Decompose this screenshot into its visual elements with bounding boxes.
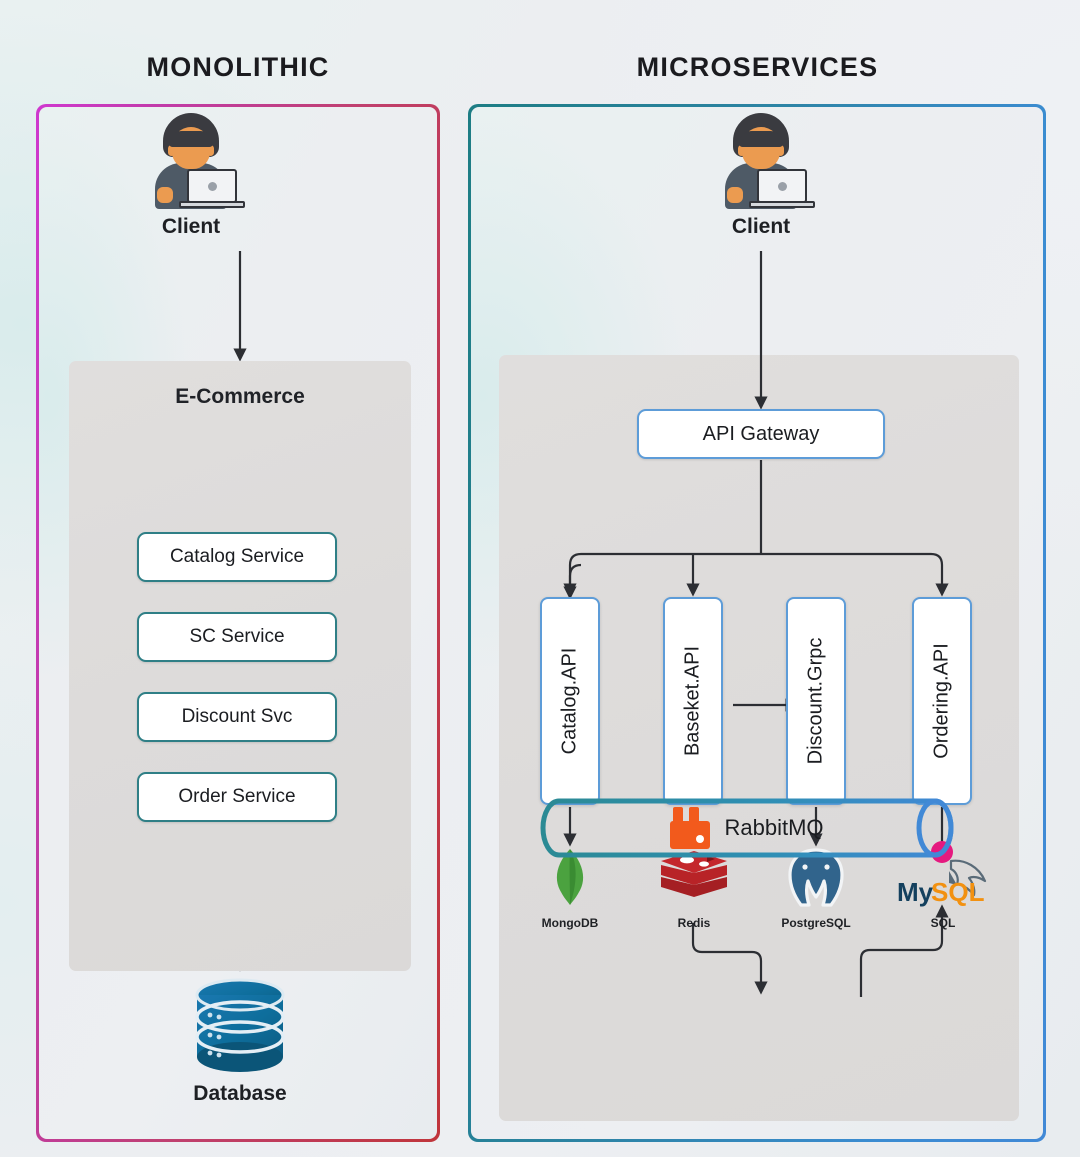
datastore-label: PostgreSQL (781, 916, 851, 930)
monolithic-panel-inner: Client E-Commerce Catalog Service SC Ser… (39, 107, 437, 1139)
service-label: Discount.Grpc (804, 637, 827, 765)
postgresql-elephant-icon (788, 848, 844, 907)
client-label: Client (731, 215, 791, 238)
microservices-client: Client (713, 111, 815, 239)
datastore-mysql: My SQL SQL (895, 855, 991, 930)
service-box-order-service[interactable]: Order Service (137, 772, 337, 822)
service-box-catalog-service[interactable]: Catalog Service (137, 532, 337, 582)
microservices-panel: Client (468, 104, 1046, 1142)
service-box-sc-service[interactable]: SC Service (137, 612, 337, 662)
database-label: Database (193, 1082, 287, 1105)
microservices-panel-inner: Client (471, 107, 1043, 1139)
monolithic-panel: Client E-Commerce Catalog Service SC Ser… (36, 104, 440, 1142)
monolithic-database: Database (179, 973, 301, 1106)
rabbitmq-tube-shape (540, 798, 954, 858)
client-label: Client (161, 215, 221, 238)
api-gateway-box[interactable]: API Gateway (637, 409, 885, 459)
service-label: Catalog Service (169, 546, 305, 567)
datastore-label: MongoDB (541, 916, 599, 930)
service-label: Order Service (178, 786, 296, 807)
ecommerce-title: E-Commerce (175, 385, 305, 408)
monolithic-client: Client (143, 111, 245, 239)
service-box-catalog-api[interactable]: Catalog.API (540, 597, 600, 805)
datastore-redis: Redis (657, 847, 731, 930)
service-box-discount-svc[interactable]: Discount Svc (137, 692, 337, 742)
service-label: Discount Svc (181, 706, 293, 727)
service-label: SC Service (189, 626, 285, 647)
mongodb-leaf-icon (556, 849, 584, 905)
microservices-column-title: MICROSERVICES (636, 52, 879, 82)
datastore-label: Redis (677, 916, 711, 930)
mysql-dolphin-icon: My SQL (897, 859, 987, 907)
service-box-discount-grpc[interactable]: Discount.Grpc (786, 597, 846, 805)
rabbitmq-icon (670, 807, 711, 849)
rabbitmq-label: RabbitMQ (724, 815, 824, 840)
database-cylinder-icon (195, 978, 285, 1072)
person-with-laptop-icon (143, 111, 245, 211)
service-label: Ordering.API (930, 643, 953, 759)
mysql-logo-text-sql: SQL (931, 877, 985, 907)
service-box-baseket-api[interactable]: Baseket.API (663, 597, 723, 805)
ecommerce-container: E-Commerce Catalog Service SC Service Di… (69, 361, 411, 971)
person-with-laptop-icon (713, 111, 815, 211)
service-label: Baseket.API (681, 645, 704, 757)
service-label: Catalog.API (558, 647, 581, 755)
datastore-mongodb: MongoDB (535, 847, 605, 930)
mysql-logo-text-my: My (897, 877, 934, 907)
api-gateway-label: API Gateway (702, 422, 820, 445)
monolithic-column-title: MONOLITHIC (146, 52, 330, 82)
rabbitmq-message-bus[interactable]: RabbitMQ (531, 797, 963, 859)
service-box-ordering-api[interactable]: Ordering.API (912, 597, 972, 805)
datastore-label: SQL (930, 916, 956, 930)
datastore-postgresql: PostgreSQL (779, 847, 853, 930)
